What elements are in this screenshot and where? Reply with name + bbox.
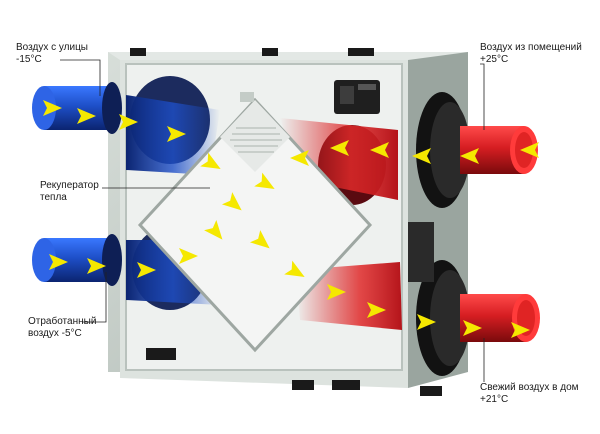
yellow-arrow-icon (254, 172, 275, 189)
label-fresh-air-line1: Свежий воздух в дом (480, 382, 579, 393)
label-recuperator-line2: тепла (40, 192, 67, 203)
label-outdoor-air-line1: Воздух с улицы (16, 42, 88, 53)
yellow-arrow-icon (290, 150, 309, 166)
yellow-arrow-icon (284, 260, 305, 277)
yellow-arrow-icon (327, 284, 346, 300)
yellow-arrow-icon (77, 108, 96, 124)
yellow-arrow-icon (249, 230, 270, 249)
airflow-arrows (43, 100, 539, 338)
yellow-arrow-icon (167, 126, 186, 142)
yellow-arrow-icon (460, 148, 479, 164)
control-panel-icon (334, 80, 380, 114)
recuperator-core (137, 92, 373, 353)
label-exhaust-air: Отработанный воздух -5°C (28, 316, 96, 340)
label-room-air-line2: +25°C (480, 54, 509, 65)
yellow-arrow-icon (221, 192, 242, 211)
label-fresh-air: Свежий воздух в дом +21°C (480, 382, 579, 406)
yellow-arrow-icon (119, 114, 138, 130)
label-recuperator-line1: Рекуператор (40, 180, 99, 191)
leader-lines (60, 59, 485, 382)
yellow-arrow-icon (137, 262, 156, 278)
side-bracket (408, 222, 434, 282)
yellow-arrow-icon (330, 140, 349, 156)
yellow-arrow-icon (412, 148, 431, 164)
yellow-arrow-icon (370, 142, 389, 158)
yellow-arrow-icon (43, 100, 62, 116)
yellow-arrow-icon (463, 320, 482, 336)
yellow-arrow-icon (200, 152, 221, 169)
duct-exhaust-air-out (32, 234, 122, 286)
yellow-arrow-icon (520, 142, 539, 158)
label-exhaust-air-line1: Отработанный (28, 316, 97, 327)
yellow-arrow-icon (49, 254, 68, 270)
yellow-arrow-icon (417, 314, 436, 330)
label-room-air: Воздух из помещений +25°C (480, 42, 582, 66)
label-outdoor-air-line2: -15°C (16, 54, 42, 65)
duct-fresh-air-out (416, 260, 540, 376)
label-recuperator: Рекуператор тепла (40, 180, 99, 204)
yellow-arrow-icon (367, 302, 386, 318)
duct-room-air-in (416, 92, 538, 208)
yellow-arrow-icon (179, 248, 198, 264)
label-outdoor-air: Воздух с улицы -15°C (16, 42, 88, 66)
label-fresh-air-line2: +21°C (480, 394, 509, 405)
yellow-arrow-icon (511, 322, 530, 338)
label-room-air-line1: Воздух из помещений (480, 42, 582, 53)
yellow-arrow-icon (87, 258, 106, 274)
yellow-arrow-icon (204, 219, 223, 240)
label-exhaust-air-line2: воздух -5°C (28, 328, 82, 339)
